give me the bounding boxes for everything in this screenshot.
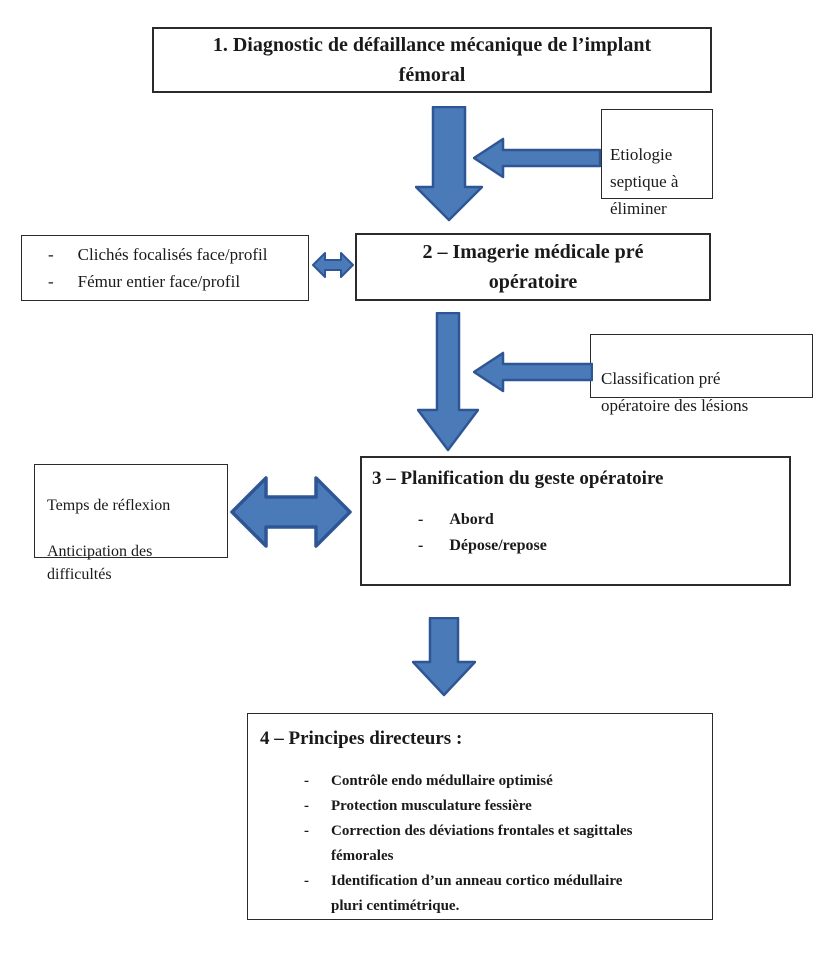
etiologie-box: Etiologie septique à éliminer — [601, 109, 713, 218]
step1-title: 1. Diagnostic de défaillance mécanique d… — [212, 34, 652, 86]
step4-list: - Contrôle endo médullaire optimisé - Pr… — [304, 769, 702, 919]
list-item: - Clichés focalisés face/profil — [22, 241, 308, 268]
left-arrow-etiologie-icon — [473, 137, 601, 179]
dash-bullet: - — [304, 797, 309, 814]
step4-box: 4 – Principes directeurs : - Contrôle en… — [247, 713, 713, 920]
step4-title: 4 – Principes directeurs : — [260, 728, 463, 749]
list-item: - Correction des déviations frontales et… — [304, 819, 702, 869]
dash-bullet: - — [418, 510, 424, 528]
step2-title: 2 – Imagerie médicale pré opératoire — [422, 241, 644, 293]
list-item: - Identification d’un anneau cortico méd… — [304, 869, 702, 919]
reflexion-text: Temps de réflexion Anticipation des diff… — [47, 497, 171, 583]
down-arrow-3-icon — [412, 617, 476, 697]
down-arrow-2-icon — [417, 312, 479, 452]
list-item: - Dépose/repose — [418, 533, 779, 559]
classification-box: Classification pré opératoire des lésion… — [590, 334, 813, 415]
etiologie-text: Etiologie septique à éliminer — [610, 144, 679, 218]
list-item: - Protection musculature fessière — [304, 794, 702, 819]
step1-box: 1. Diagnostic de défaillance mécanique d… — [152, 27, 712, 93]
step3-box: 3 – Planification du geste opératoire - … — [360, 456, 791, 586]
double-arrow-big-icon — [230, 475, 352, 549]
step2-box: 2 – Imagerie médicale pré opératoire — [355, 233, 711, 301]
imagerie-side-box: - Clichés focalisés face/profil - Fémur … — [21, 235, 309, 301]
step3-list: - Abord - Dépose/repose — [418, 507, 779, 559]
list-item: - Contrôle endo médullaire optimisé — [304, 769, 702, 794]
dash-bullet: - — [48, 245, 54, 264]
dash-bullet: - — [48, 272, 54, 291]
list-item: - Fémur entier face/profil — [22, 268, 308, 295]
dash-bullet: - — [418, 536, 424, 554]
left-arrow-classification-icon — [473, 351, 593, 393]
reflexion-box: Temps de réflexion Anticipation des diff… — [34, 464, 228, 583]
dash-bullet: - — [304, 872, 309, 889]
down-arrow-1-icon — [415, 106, 483, 222]
imagerie-side-list: - Clichés focalisés face/profil - Fémur … — [22, 241, 308, 295]
dash-bullet: - — [304, 772, 309, 789]
classification-text: Classification pré opératoire des lésion… — [601, 368, 749, 415]
double-arrow-small-icon — [312, 251, 354, 279]
list-item: - Abord — [418, 507, 779, 533]
step3-title: 3 – Planification du geste opératoire — [372, 468, 664, 489]
dash-bullet: - — [304, 822, 309, 839]
